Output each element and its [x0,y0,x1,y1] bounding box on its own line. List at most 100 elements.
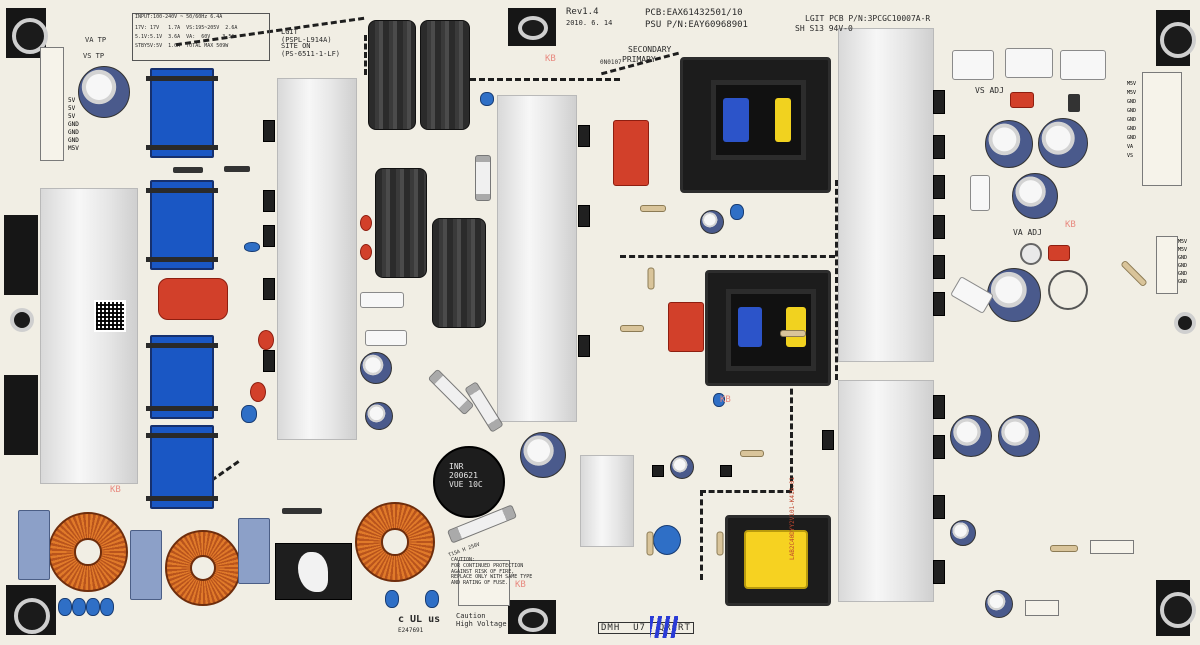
transformer [146,180,218,270]
watermark: KB [515,580,526,590]
heatsink [838,28,934,362]
film-capacitor [1048,245,1070,261]
power-resistor [360,292,404,308]
va-tp-label: VA TP [85,36,107,44]
transistor [578,335,590,357]
watermark: KB [545,54,556,64]
blue-marker [650,616,678,638]
transistor [263,350,275,372]
pin-label: GND [1127,99,1137,105]
transformer [146,425,218,509]
isolation-line [700,490,792,493]
transistor [578,125,590,147]
transistor [263,190,275,212]
film-capacitor [360,215,372,231]
disc-capacitor [385,590,399,608]
resistor [716,531,724,556]
transistor [263,120,275,142]
diode [224,166,250,172]
pin-label: GND [1127,135,1137,141]
primary-label: PRIMARY [622,55,656,64]
output-connector [1156,236,1178,294]
pcb-number: PCB:EAX61432501/10 [645,8,743,18]
pin-label: GND [1127,108,1137,114]
pin-label: GND [1178,263,1188,269]
pin-label: GND [68,137,79,144]
diode [173,167,203,173]
ic [652,465,664,477]
toroid-inductor [165,530,241,606]
main-transformer [680,57,831,193]
round-capacitor [1038,118,1088,168]
pin-label: 5V [68,105,76,112]
pin-label: M5V [68,145,79,152]
resistor [647,267,655,290]
disc-capacitor [713,393,725,407]
pin-label: 5V [68,97,76,104]
heatsink [580,455,634,547]
mounting-hole [14,598,50,634]
isolation-line [835,180,838,380]
disc-capacitor [653,525,681,555]
round-capacitor [998,415,1040,457]
diode [1068,94,1080,112]
output-connector [1142,72,1182,186]
pin-label: GND [1178,271,1188,277]
aux-transformer [725,515,831,606]
transistor [263,278,275,300]
power-resistor [365,330,407,346]
thermistor-label: INR 200621 VUE 10C [449,462,483,490]
pin-label: VS [1127,153,1134,159]
round-capacitor [78,66,130,118]
watermark: KB [1065,220,1076,230]
fuse [475,155,491,201]
round-capacitor [950,520,976,546]
electrolytic-capacitor [432,218,486,328]
mounting-hole [1160,592,1196,628]
va-adj-label: VA ADJ [1013,228,1042,237]
electrolytic-capacitor [368,20,416,130]
electrolytic-capacitor [420,20,470,130]
transistor [933,560,945,584]
transformer [146,335,218,419]
bridge-rectifier [275,543,352,600]
resistor [740,450,764,457]
fuse-caution: CAUTION: FOR CONTINUED PROTECTION AGAINS… [451,557,533,586]
resistor [646,531,654,556]
input-spec: INPUT:100-240V ~ 50/60Hz 6.4A [135,14,223,20]
round-capacitor [1012,173,1058,219]
round-capacitor [670,455,694,479]
input-connector [458,560,510,606]
header-connector [1025,600,1059,616]
mounting-hole [1160,22,1196,58]
trim-potentiometer[interactable] [1020,243,1042,265]
disc-capacitor [72,598,86,616]
watermark: KB [110,485,121,495]
round-capacitor [360,352,392,384]
transistor [933,215,945,239]
isolation-line [620,255,835,258]
mounting-hole [1174,312,1196,334]
barcode-label [94,300,126,332]
pin-label: GND [1178,279,1188,285]
transistor [933,435,945,459]
transistor [578,205,590,227]
trim-potentiometer[interactable] [1048,270,1088,310]
diode [282,508,322,514]
heatsink [40,188,138,484]
film-capacitor [668,302,704,352]
power-resistor [952,50,994,80]
toroid-inductor [355,502,435,582]
output-spec: 5.1V:5.1V 3.6A VA: 60V 3.5A [135,34,235,40]
resistor [1050,545,1078,552]
pin-label: GND [68,129,79,136]
pin-label: M5V [1178,239,1188,245]
resistor [1120,259,1148,288]
right-pin-labels-2: M5V M5V GND GND GND GND [1178,238,1187,286]
round-capacitor [985,590,1013,618]
resistor [620,325,644,332]
mounting-bracket [4,215,38,295]
transistor [822,430,834,450]
lgit-pcb-label: LGIT PCB P/N:3PCGC10007A-R [805,14,931,23]
round-capacitor [700,210,724,234]
